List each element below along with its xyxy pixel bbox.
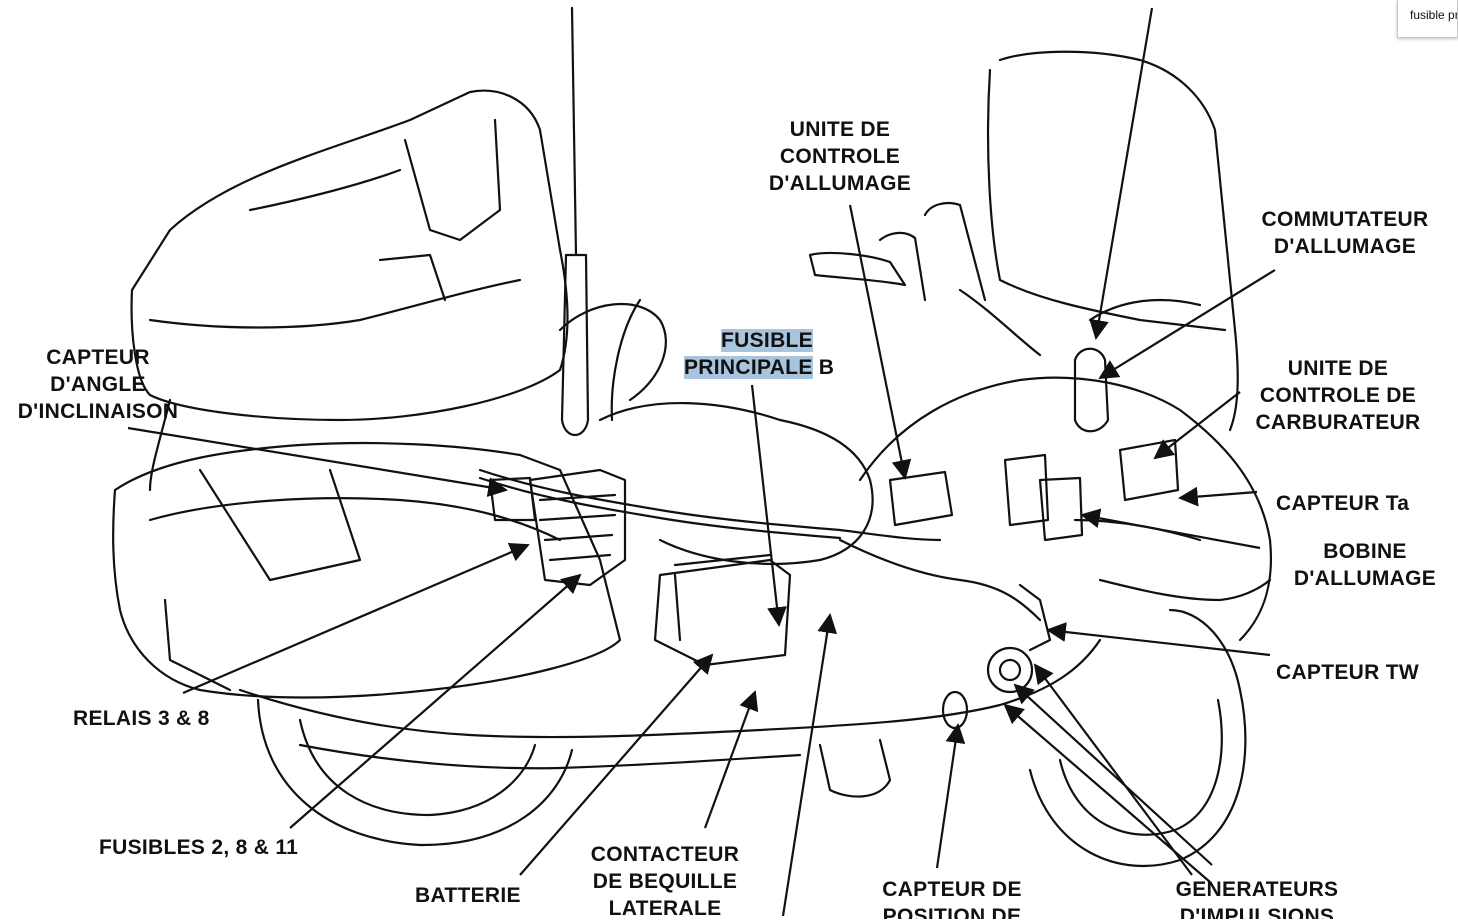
front-wheel xyxy=(1028,608,1247,868)
label-capteur-ta: CAPTEUR Ta xyxy=(1276,492,1410,515)
ignition-switch xyxy=(1073,347,1110,433)
ignition-control-unit xyxy=(888,470,954,527)
leader-capteur-tw xyxy=(1046,622,1271,657)
label-fusibles: FUSIBLES 2, 8 & 11 xyxy=(99,836,299,859)
battery xyxy=(653,558,792,667)
label-batterie: BATTERIE xyxy=(415,884,521,907)
label-bobine-allumage: BOBINE D'ALLUMAGE xyxy=(1293,540,1437,590)
leader-capteur-ta xyxy=(1178,486,1258,507)
label-capteur-position: CAPTEUR DE POSITION DE xyxy=(882,878,1022,919)
saddlebag-outline xyxy=(112,441,622,699)
leader-capteur-position xyxy=(935,723,966,869)
leader-relais xyxy=(182,542,530,695)
label-unite-controle-allumage: UNITE DE CONTROLE D'ALLUMAGE xyxy=(768,118,912,195)
label-capteur-tw: CAPTEUR TW xyxy=(1276,661,1419,684)
carburetor-control-unit xyxy=(1118,438,1180,502)
label-contacteur-bequille: CONTACTEUR DE BEQUILLE LATERALE xyxy=(590,843,740,920)
leader-commutateur-top xyxy=(1089,7,1154,340)
leader-fusible-b xyxy=(781,613,838,917)
leader-fusibles xyxy=(289,573,582,829)
label-commutateur-allumage: COMMUTATEUR D'ALLUMAGE xyxy=(1261,208,1429,258)
rear-wheel xyxy=(256,698,574,847)
trunk-outline xyxy=(130,89,569,422)
label-unite-controle-carburateur: UNITE DE CONTROLE DE CARBURATEUR xyxy=(1255,357,1421,434)
windscreen xyxy=(986,68,1227,332)
fairing-outline xyxy=(858,376,1272,642)
ignition-coil xyxy=(1003,453,1050,527)
leader-generateurs-2 xyxy=(1033,663,1193,876)
label-relais: RELAIS 3 & 8 xyxy=(73,707,210,730)
leader-fusible-principale xyxy=(750,384,787,627)
label-fusible-principale: FUSIBLE PRINCIPALE B xyxy=(684,329,835,379)
fuse-box xyxy=(528,468,627,587)
leader-generateurs-1 xyxy=(1013,683,1213,866)
leader-generateurs-3 xyxy=(1003,703,1211,883)
label-capteur-angle: CAPTEUR D'ANGLE D'INCLINAISON xyxy=(17,346,179,423)
leader-batterie xyxy=(519,653,714,876)
leader-bobine-allumage xyxy=(1080,508,1261,550)
fusible-highlight: FUSIBLE xyxy=(721,329,813,352)
search-tooltip[interactable]: fusible pr xyxy=(1397,0,1458,38)
principale-highlight: PRINCIPALE xyxy=(684,356,813,379)
label-generateurs-impulsions: GENERATEURS D'IMPULSIONS xyxy=(1175,878,1339,919)
seat-outline xyxy=(598,402,874,565)
leader-contacteur-bequille xyxy=(703,690,759,829)
leader-capteur-angle xyxy=(127,426,508,497)
leader-commutateur-allumage xyxy=(1098,269,1276,380)
antenna xyxy=(570,6,578,257)
handlebar-left xyxy=(808,251,907,287)
leader-unite-controle-carburateur xyxy=(1153,391,1241,460)
leader-unite-controle-allumage xyxy=(848,204,912,480)
lower-body xyxy=(238,638,1102,739)
wiring-harness xyxy=(478,468,942,542)
pulse-generator xyxy=(986,646,1034,694)
